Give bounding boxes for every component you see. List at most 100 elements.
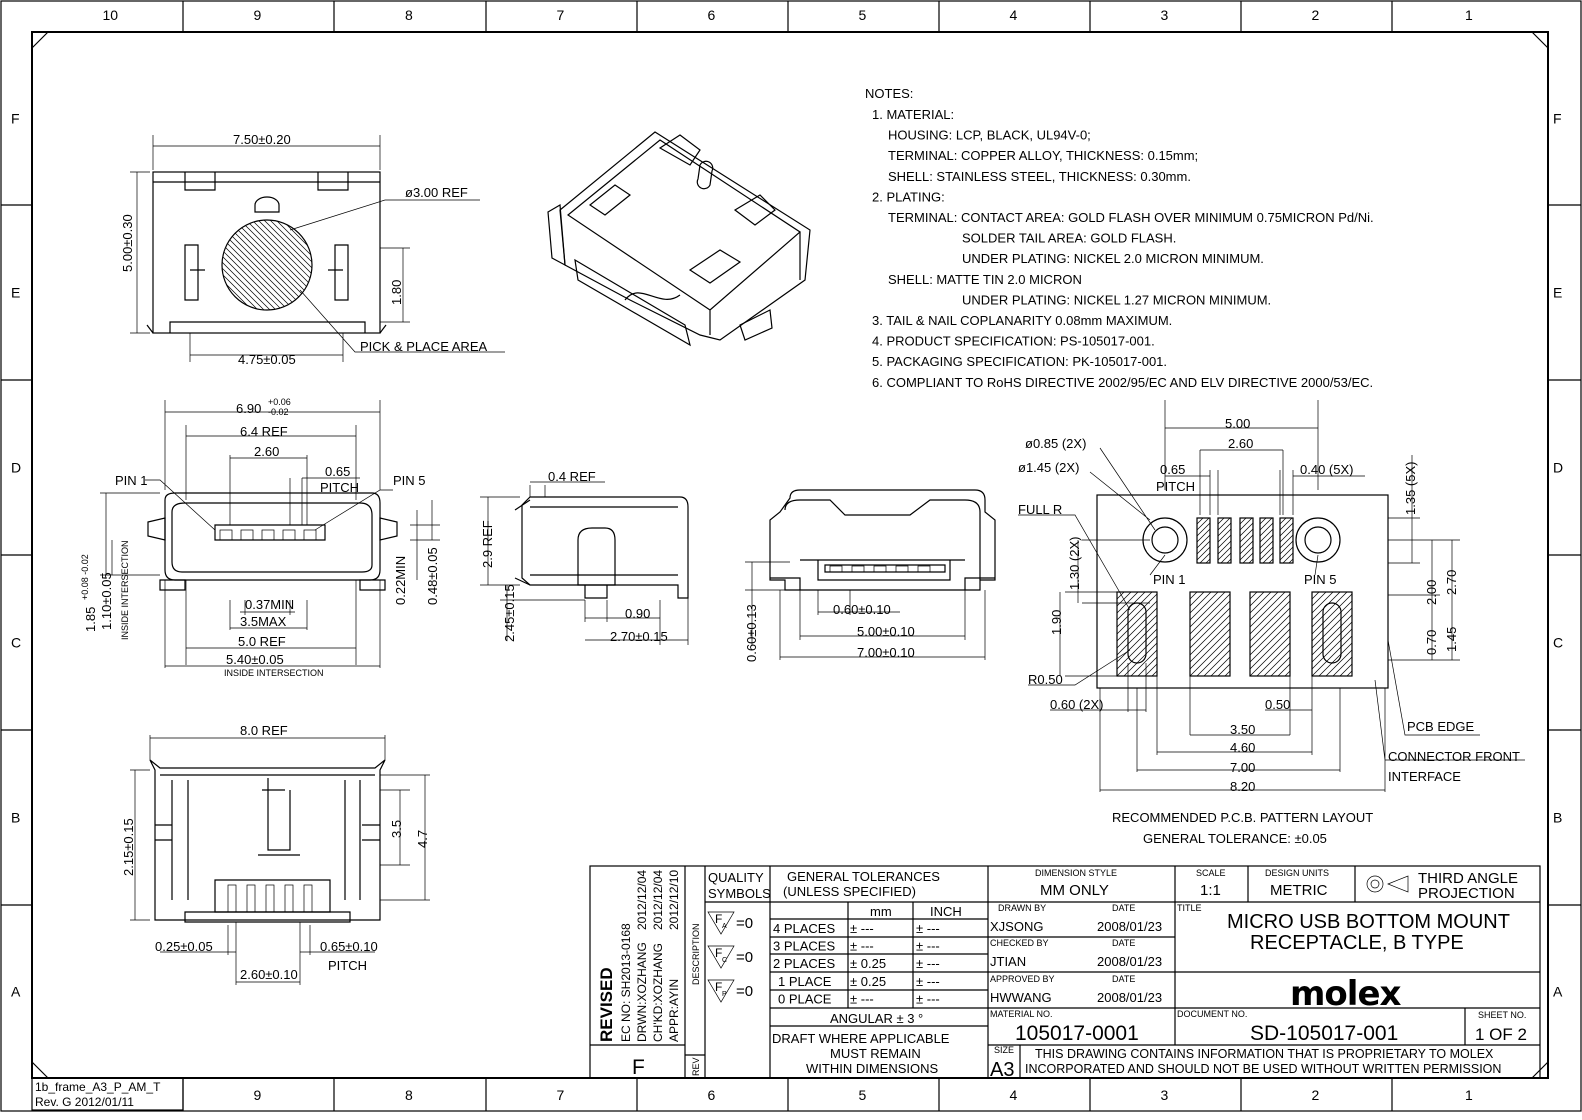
hatch-line [1259, 540, 1274, 555]
hatch-line [1116, 628, 1158, 670]
hatch-line [1279, 540, 1294, 555]
zone-row-label: B [1553, 810, 1562, 826]
zone-column-label: 8 [405, 1087, 413, 1103]
hatch-line [223, 251, 281, 309]
hatch-line [1116, 593, 1158, 635]
dim-top-height: 5.00±0.30 [120, 214, 135, 272]
dim-side-ref: 0.4 REF [548, 469, 596, 484]
top-view: 7.50±0.20 5.00±0.30 ø3.00 REF 1.80 4.75±… [120, 132, 505, 367]
hatch-line [227, 243, 289, 305]
note-line: 6. COMPLIANT TO RoHS DIRECTIVE 2002/95/E… [872, 375, 1373, 390]
dimension-style: MM ONLY [1040, 882, 1109, 899]
tolerance-row-mm: ± --- [850, 939, 874, 954]
hatch-line [1249, 593, 1291, 635]
hatch-line [1199, 552, 1211, 564]
hatch-line [249, 223, 309, 283]
approved-by: HWWANG [990, 990, 1052, 1005]
hatch-line [1210, 656, 1231, 677]
proprietary-line-1: THIS DRAWING CONTAINS INFORMATION THAT I… [1035, 1047, 1494, 1061]
revision-checked: CH'KD:XOZHANG [651, 943, 665, 1042]
dim-pcb-200: 2.00 [1424, 580, 1439, 605]
dim-pcb-w700: 7.00 [1230, 760, 1255, 775]
zone-row-label: E [1553, 285, 1562, 301]
hatch-line [1217, 534, 1232, 549]
hatch-line [1189, 607, 1231, 649]
design-units-label: DESIGN UNITS [1265, 868, 1329, 878]
hatch-line [1249, 600, 1291, 642]
note-line: TERMINAL: COPPER ALLOY, THICKNESS: 0.15m… [888, 148, 1198, 163]
pcb-tolerance: GENERAL TOLERANCE: ±0.05 [1143, 831, 1327, 846]
tolerances-col-mm: mm [870, 904, 892, 919]
zone-row-label: E [11, 285, 20, 301]
zone-row-label: A [1553, 984, 1563, 1000]
dim-top-width: 7.50±0.20 [233, 132, 291, 147]
hatch-line [1262, 552, 1274, 564]
hatch-line [1203, 649, 1231, 677]
dim-pcb-pad-w: 0.40 (5X) [1300, 462, 1353, 477]
revision-ec-no: EC NO: SH2013-0168 [619, 923, 633, 1042]
dim-pcb-hole1: ø0.85 (2X) [1025, 436, 1086, 451]
hatch-line [1239, 528, 1254, 543]
note-line: TERMINAL: CONTACT AREA: GOLD FLASH OVER … [888, 210, 1374, 225]
dim-front-span: 2.60 [254, 444, 279, 459]
terminal-pin [873, 565, 887, 573]
dim-rear-h: 0.60±0.13 [744, 604, 759, 662]
label-pcb-pin-1: PIN 1 [1153, 572, 1186, 587]
tolerance-row-mm: ± 0.25 [850, 974, 886, 989]
hatch-line [1217, 540, 1232, 555]
dim-front-overall-plus: +0.06 [268, 397, 291, 407]
dim-rear-d3: 7.00±0.10 [857, 645, 915, 660]
label-connector-front: CONNECTOR FRONT [1388, 749, 1520, 764]
size-label: SIZE [994, 1045, 1014, 1055]
tolerance-row-mm: ± --- [850, 991, 874, 1006]
dim-pcb-500: 5.00 [1225, 416, 1250, 431]
hatch-line [1259, 534, 1274, 549]
projection-line-1: THIRD ANGLE [1418, 870, 1518, 887]
dim-front-h3: 0.48±0.05 [425, 547, 440, 605]
zone-column-label: 6 [708, 1087, 716, 1103]
hatch-line [1279, 546, 1294, 561]
hatch-line [1226, 558, 1232, 564]
tolerance-row-mm: ± 0.25 [850, 956, 886, 971]
approved-by-label: APPROVED BY [990, 974, 1055, 984]
dim-pcb-190: 1.90 [1049, 610, 1064, 635]
tolerance-row-inch: ± --- [916, 939, 940, 954]
frame-template-rev: Rev. G 2012/01/11 [35, 1095, 134, 1109]
hatch-line [1249, 614, 1291, 656]
approved-date: 2008/01/23 [1097, 990, 1162, 1005]
revision-drawn: DRWN:XOZHANG [635, 942, 649, 1042]
frame-template-name: 1b_frame_A3_P_AM_T [35, 1080, 161, 1094]
hatch-line [1189, 600, 1231, 642]
label-pcb-pin-5: PIN 5 [1304, 572, 1337, 587]
hatch-line [1259, 522, 1274, 537]
hatch-line [1217, 517, 1231, 531]
zone-column-label: 3 [1161, 7, 1169, 23]
third-angle-projection-icon [1366, 875, 1409, 893]
dim-bottom-w1: 0.25±0.05 [155, 939, 213, 954]
hatch-line [221, 267, 265, 311]
dim-bottom-ref: 8.0 REF [240, 723, 288, 738]
material-no: 105017-0001 [1015, 1022, 1139, 1045]
quality-symbol-value: =0 [736, 915, 753, 932]
terminal-pin [261, 529, 275, 541]
dim-bottom-h3: 2.15±0.15 [121, 818, 136, 876]
dim-pcb-w060: 0.60 (2X) [1050, 697, 1103, 712]
dim-top-pick-width: 4.75±0.05 [238, 352, 296, 367]
revision-drawn-date: 2012/12/04 [635, 870, 649, 930]
bottom-view: 8.0 REF 3.5 4.7 2.15±0.15 0.25±0.05 0.65… [121, 723, 430, 985]
note-line: UNDER PLATING: NICKEL 2.0 MICRON MINIMUM… [962, 251, 1264, 266]
hatch-line [1311, 628, 1353, 670]
dim-bottom-h2: 4.7 [415, 830, 430, 848]
notes-heading: NOTES: [865, 86, 913, 101]
quality-symbol-icon: FA=0 [707, 911, 753, 935]
note-line: HOUSING: LCP, BLACK, UL94V-0; [888, 128, 1091, 143]
hatch-line [1268, 558, 1274, 564]
hatch-line [1279, 517, 1287, 525]
dim-top-circle: ø3.00 REF [405, 185, 468, 200]
terminal-pin [246, 884, 256, 913]
dim-bottom-pitch: 0.65±0.10 [320, 939, 378, 954]
zone-row-label: A [11, 984, 21, 1000]
dim-front-w540: 5.40±0.05 [226, 652, 284, 667]
hatch-line [1239, 540, 1254, 555]
dim-pcb-145: 1.45 [1444, 627, 1459, 652]
